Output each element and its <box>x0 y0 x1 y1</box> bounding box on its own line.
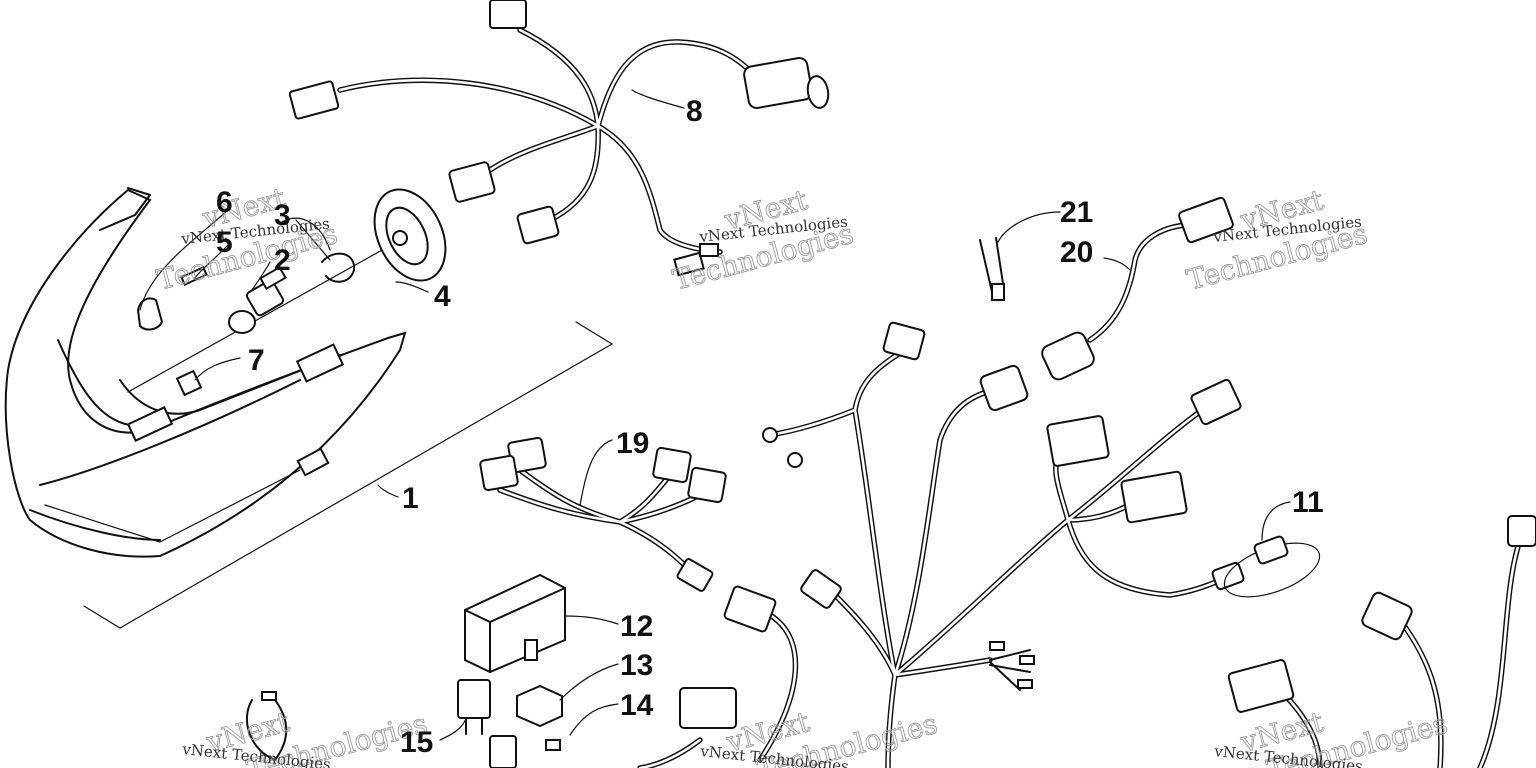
clip-21 <box>979 237 1005 301</box>
main-harness <box>637 321 1245 768</box>
clip-6 <box>137 297 163 331</box>
fuse-14 <box>545 739 561 751</box>
callout-19: 19 <box>616 427 649 460</box>
callout-12: 12 <box>620 610 653 643</box>
callout-14: 14 <box>620 689 654 722</box>
nut-7 <box>175 369 203 397</box>
connector-11 <box>1223 535 1321 598</box>
headlight-bulb <box>127 239 401 393</box>
callout-15: 15 <box>400 726 433 759</box>
watermark-topleft: vNext Technologies vNext Technologies <box>153 181 341 298</box>
callout-1: 1 <box>402 482 419 515</box>
relay-box-12 <box>464 573 566 674</box>
leader-lines <box>139 89 1291 741</box>
harness-right <box>1227 515 1536 768</box>
callout-3: 3 <box>274 199 291 232</box>
callout-8: 8 <box>686 95 703 128</box>
callout-21: 21 <box>1060 196 1093 229</box>
callout-labels: 1 2 3 4 5 6 7 8 11 12 13 14 15 19 20 21 <box>216 95 1324 759</box>
callout-2: 2 <box>274 244 291 277</box>
callout-6: 6 <box>216 186 233 219</box>
headlight-harness <box>288 0 830 277</box>
callout-5: 5 <box>216 226 233 259</box>
callout-13: 13 <box>620 649 653 682</box>
dust-boot <box>373 188 447 282</box>
hose-clamp <box>245 691 288 761</box>
callout-20: 20 <box>1060 236 1093 269</box>
callout-7: 7 <box>248 344 265 377</box>
watermark-bottomleft: vNext Technologies vNext Technologies <box>181 705 432 768</box>
harness-19 <box>479 436 727 592</box>
callout-4: 4 <box>434 280 451 313</box>
callout-11: 11 <box>1292 486 1324 519</box>
watermark-bottomright: vNext Technologies vNext Technologies <box>1213 705 1452 768</box>
bulb-retaining-spring <box>295 219 356 283</box>
headlight-assembly <box>4 187 614 629</box>
relay-13 <box>516 684 563 728</box>
watermark-topcenter: vNext Technologies vNext Technologies <box>669 183 857 298</box>
harness-20 <box>1041 196 1234 381</box>
relay-15 <box>457 679 517 768</box>
